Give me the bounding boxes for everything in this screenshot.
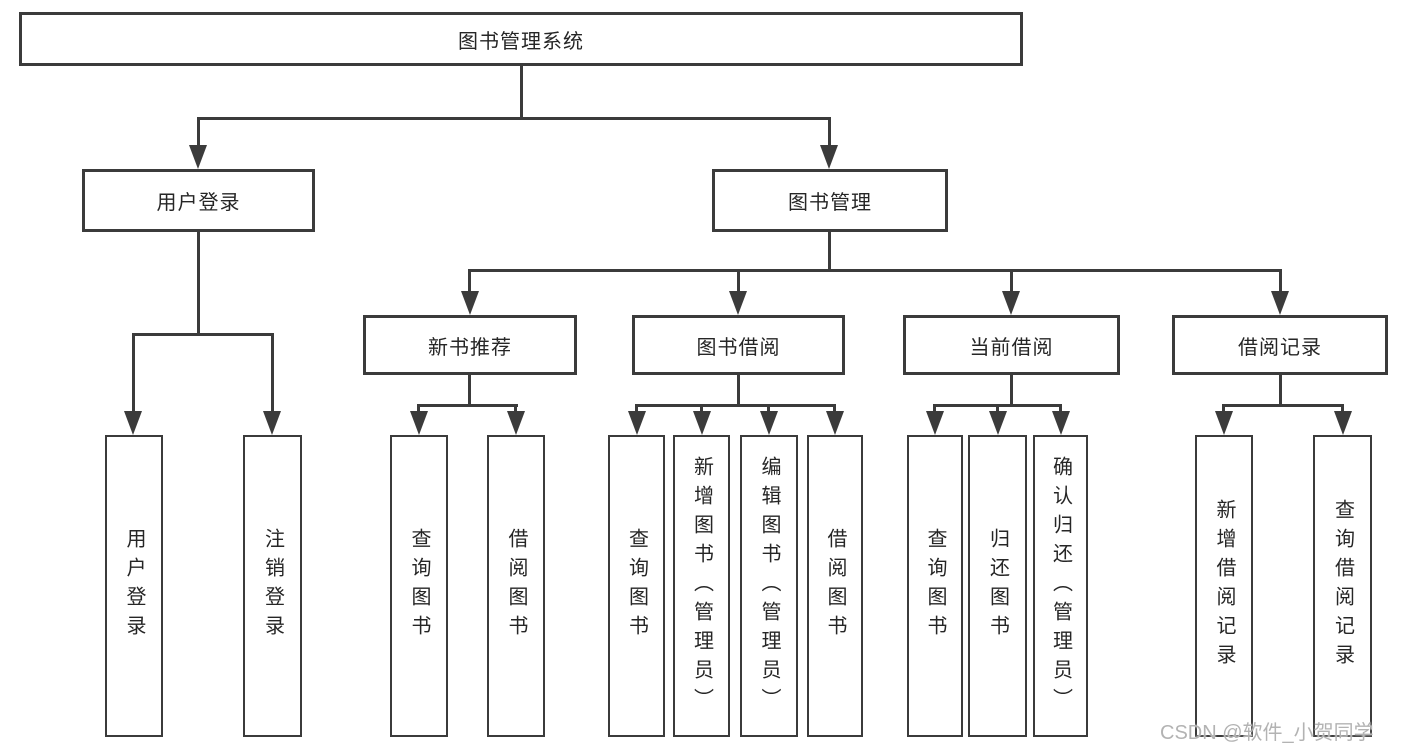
arrow-down-icon [1334,411,1352,435]
node-label: 用户登录 [123,528,145,644]
connector-line [1341,404,1344,412]
arrow-down-icon [410,411,428,435]
connector-line [933,404,936,412]
node-label: 新增图书（管理员） [690,455,713,717]
connector-line [514,404,517,412]
connector-line [197,117,831,120]
node-bb-borrow-books: 借阅图书 [807,435,863,737]
arrow-down-icon [124,411,142,435]
node-label: 新书推荐 [428,336,512,359]
connector-line [468,269,1282,272]
arrow-down-icon [1002,291,1020,315]
connector-line [417,404,518,407]
node-book-borrowing: 图书借阅 [632,315,845,375]
node-cb-return-books: 归还图书 [968,435,1027,737]
arrow-down-icon [693,411,711,435]
connector-line [737,269,740,293]
connector-line [1059,404,1062,412]
node-label: 查询图书 [625,528,648,644]
node-library-management-system: 图书管理系统 [19,12,1023,66]
arrow-down-icon [189,145,207,169]
node-new-book-recommend: 新书推荐 [363,315,577,375]
arrow-down-icon [760,411,778,435]
node-label: 图书管理系统 [458,30,584,53]
node-label: 注销登录 [261,528,284,644]
node-cb-query-books: 查询图书 [907,435,963,737]
arrow-down-icon [826,411,844,435]
node-label: 用户登录 [156,192,241,214]
node-br-add-record: 新增借阅记录 [1195,435,1253,737]
connector-line [1222,404,1225,412]
connector-line [1010,375,1013,407]
arrow-down-icon [1052,411,1070,435]
node-user-login: 用户登录 [82,169,315,232]
arrow-down-icon [263,411,281,435]
node-bb-edit-books-admin: 编辑图书（管理员） [740,435,798,737]
node-nb-query-books: 查询图书 [390,435,448,737]
node-label: 查询图书 [408,528,430,644]
connector-line [767,404,770,412]
node-label: 确认归还（管理员） [1049,455,1072,717]
node-label: 当前借阅 [969,336,1054,359]
node-logout: 注销登录 [243,435,302,737]
node-label: 图书借阅 [696,336,781,359]
node-label: 查询图书 [924,528,946,644]
connector-line [520,65,523,119]
arrow-down-icon [1271,291,1289,315]
node-cb-confirm-return-admin: 确认归还（管理员） [1033,435,1088,737]
arrow-down-icon [926,411,944,435]
node-bb-query-books: 查询图书 [608,435,665,737]
connector-line [1010,269,1013,293]
node-label: 借阅记录 [1238,336,1322,359]
node-book-management: 图书管理 [712,169,948,232]
node-label: 编辑图书（管理员） [758,455,780,717]
connector-line [271,333,274,411]
connector-line [197,232,200,336]
connector-line [828,117,831,147]
connector-line [1279,269,1282,293]
arrow-down-icon [989,411,1007,435]
connector-line [132,333,274,336]
arrow-down-icon [628,411,646,435]
connector-line [1279,375,1282,407]
connector-line [700,404,703,412]
connector-line [468,269,471,293]
node-label: 图书管理 [788,192,872,214]
connector-line [996,404,999,412]
node-borrow-records: 借阅记录 [1172,315,1388,375]
node-label: 借阅图书 [505,528,527,644]
connector-line [1222,404,1344,407]
node-label: 借阅图书 [824,528,846,644]
connector-line [737,375,740,407]
csdn-watermark: CSDN @软件_小贺同学 [1160,722,1374,744]
node-label: 归还图书 [986,528,1009,644]
node-user-login-leaf: 用户登录 [105,435,163,737]
connector-line [828,232,831,272]
node-nb-borrow-books: 借阅图书 [487,435,545,737]
connector-line [833,404,836,412]
connector-line [417,404,420,412]
node-label: 查询借阅记录 [1331,499,1354,673]
node-current-borrowing: 当前借阅 [903,315,1120,375]
connector-line [132,333,135,411]
arrow-down-icon [820,145,838,169]
connector-line [197,117,200,147]
arrow-down-icon [461,291,479,315]
connector-line [635,404,638,412]
arrow-down-icon [1215,411,1233,435]
node-label: 新增借阅记录 [1213,499,1235,673]
node-bb-add-books-admin: 新增图书（管理员） [673,435,730,737]
arrow-down-icon [729,291,747,315]
node-br-query-record: 查询借阅记录 [1313,435,1372,737]
connector-line [468,375,471,407]
connector-line [635,404,836,407]
arrow-down-icon [507,411,525,435]
